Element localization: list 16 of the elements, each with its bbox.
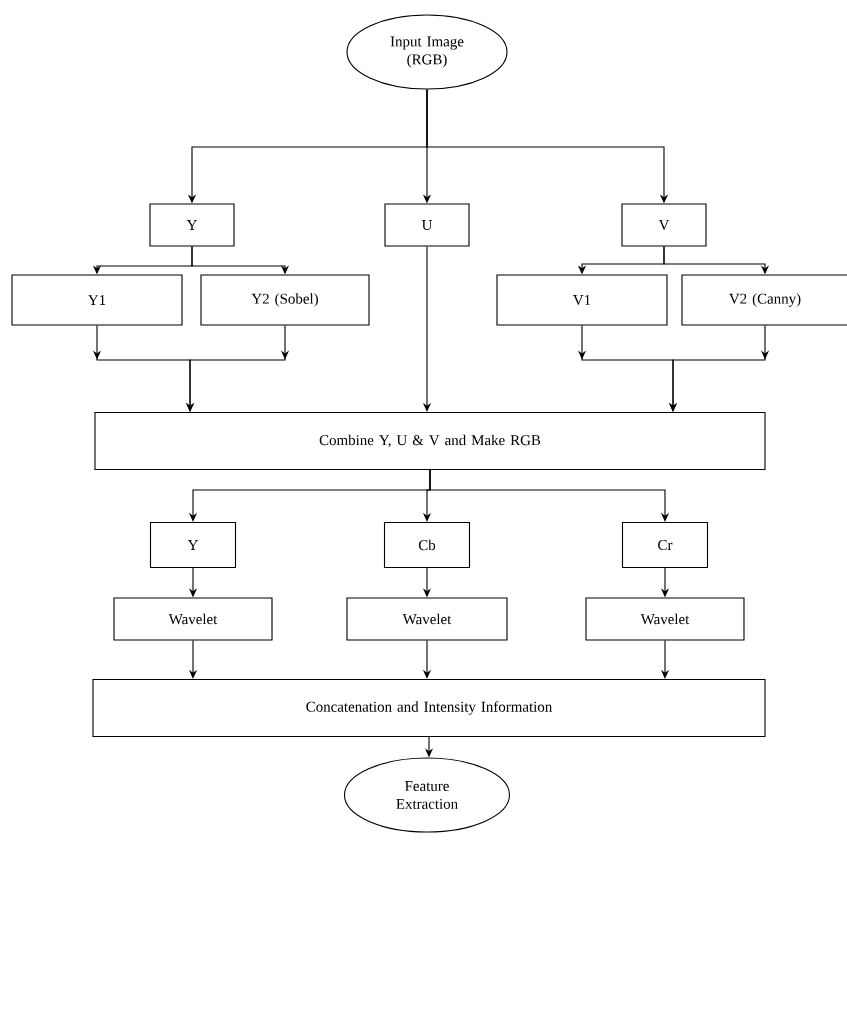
process-box: Y xyxy=(149,203,235,247)
process-box: Cb xyxy=(383,521,471,569)
process-box: Wavelet xyxy=(346,597,508,641)
process-box: Y2 (Sobel) xyxy=(200,274,370,326)
process-box: Wavelet xyxy=(113,597,273,641)
process-box: U xyxy=(384,203,470,247)
process-box: V1 xyxy=(496,274,668,326)
process-box: Y xyxy=(149,521,237,569)
process-box: Combine Y, U & V and Make RGB xyxy=(94,411,766,471)
process-box: Y1 xyxy=(11,274,183,326)
process-box: V xyxy=(621,203,707,247)
process-box: Wavelet xyxy=(585,597,745,641)
arrow xyxy=(429,469,670,522)
process-box: Concatenation and Intensity Information xyxy=(92,678,766,738)
process-box: V2 (Canny) xyxy=(681,274,847,326)
process-box: Cr xyxy=(621,521,709,569)
